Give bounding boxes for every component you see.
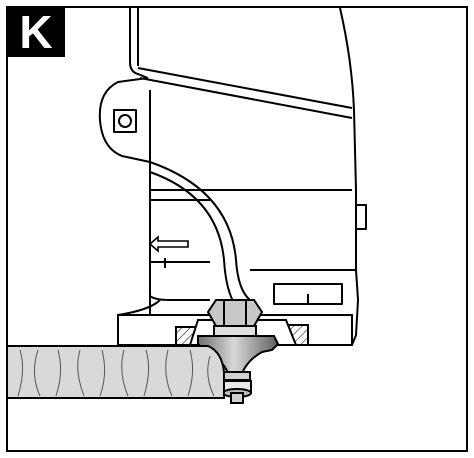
collet-nut bbox=[206, 299, 264, 337]
wood-workpiece bbox=[6, 345, 225, 399]
router-body bbox=[98, 7, 367, 346]
direction-arrow-left-icon bbox=[148, 235, 189, 253]
figure-frame bbox=[6, 6, 468, 452]
panel-letter: K bbox=[7, 7, 65, 57]
